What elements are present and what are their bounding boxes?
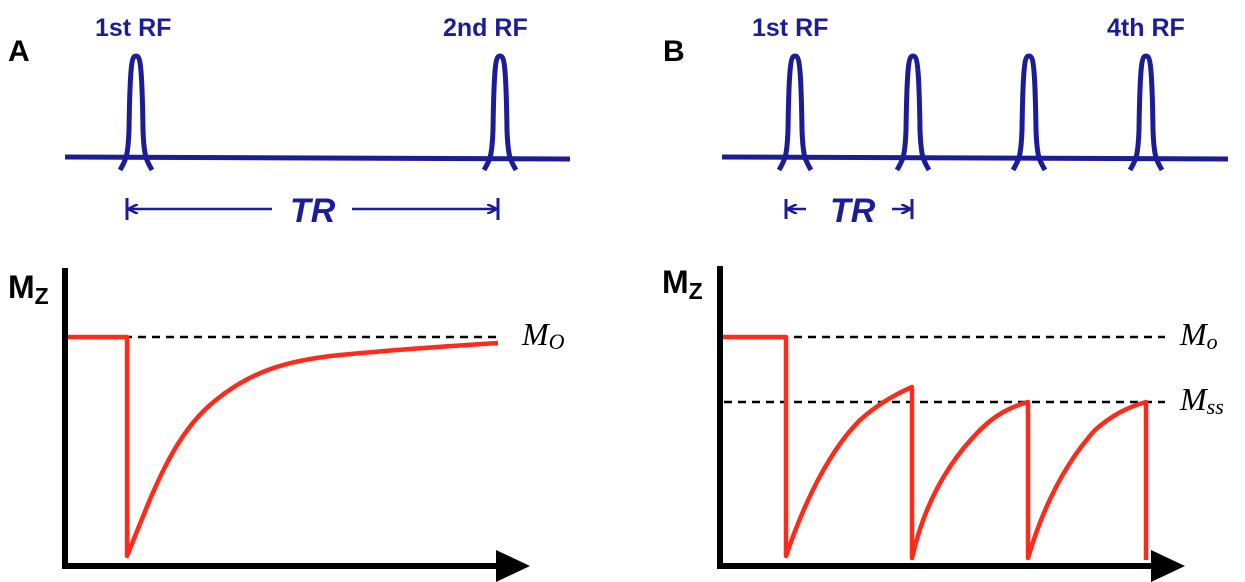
panel-b-x-axis-arrowhead (1151, 550, 1185, 582)
panel-a-magnetization-curve (68, 334, 499, 559)
panel-b-magnetization-curve (723, 334, 1149, 561)
panel-b-time-baseline (721, 154, 1229, 162)
panel-b-steady-state-label: Mss (1179, 381, 1224, 419)
panel-b-rf-pulse-4 (1127, 53, 1165, 172)
panel-a-rf-pulse-2 (481, 53, 519, 172)
panel-b-y-axis-label: MZ (662, 264, 703, 304)
panel-b-last-rf-label: 4th RF (1107, 14, 1185, 42)
panel-b-rf-pulse-2 (894, 53, 932, 172)
panel-b-first-rf-label: 1st RF (752, 14, 828, 42)
panel-b-tr-label: TR (830, 192, 876, 230)
panel-a-magnetization-plot: MZ MO (8, 268, 565, 582)
panel-b-equilibrium-label: Mo (1179, 316, 1218, 354)
panel-a: A 1st RF 2nd RF TR MZ MO (8, 14, 571, 582)
panel-b-pulse-sequence: 1st RF 4th RF TR (721, 14, 1229, 230)
panel-b: B 1st RF 4th RF TR MZ (662, 14, 1229, 582)
panel-a-tr-label: TR (290, 192, 336, 230)
panel-a-equilibrium-label: MO (521, 316, 565, 354)
panel-a-rf-pulse-1 (117, 53, 155, 172)
panel-b-magnetization-plot: MZ Mo Mss (662, 264, 1224, 582)
panel-a-last-rf-label: 2nd RF (443, 14, 528, 42)
panel-a-pulse-sequence: 1st RF 2nd RF TR (64, 14, 571, 230)
panel-a-time-baseline (64, 154, 571, 162)
panel-a-first-rf-label: 1st RF (95, 14, 171, 42)
panel-a-letter: A (8, 35, 30, 68)
panel-b-letter: B (663, 35, 685, 68)
panel-b-rf-pulse-3 (1010, 53, 1048, 172)
panel-a-x-axis-arrowhead (496, 550, 530, 582)
panel-a-y-axis-label: MZ (8, 269, 49, 309)
panel-b-rf-pulse-1 (776, 53, 814, 172)
